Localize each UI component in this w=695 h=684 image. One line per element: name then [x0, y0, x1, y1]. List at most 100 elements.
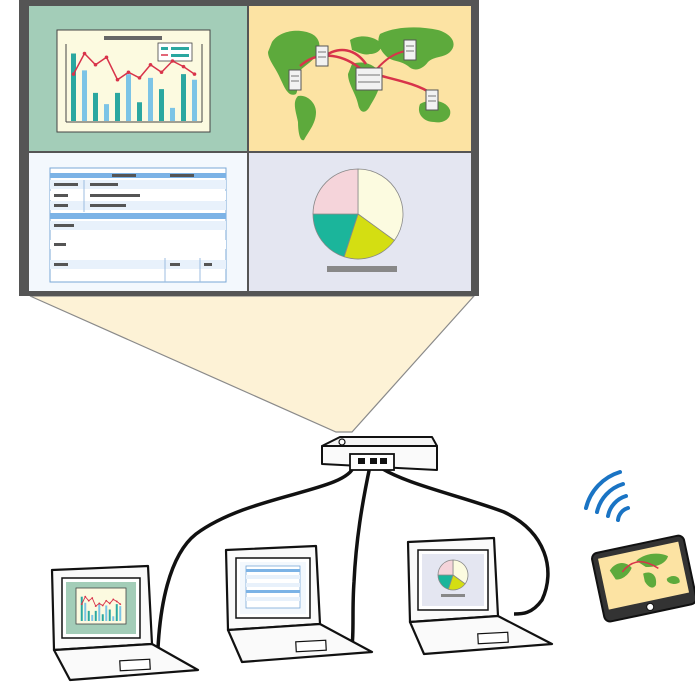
server-icon: [355, 67, 383, 91]
laptop-1-chart-line-point: [112, 598, 115, 601]
chart-line-point: [148, 62, 153, 67]
chart-line-point: [126, 70, 131, 75]
legend-text-2: [171, 54, 189, 57]
bar-line-chart: [56, 29, 211, 133]
laptop-1-chart-bar: [94, 610, 97, 621]
wifi-wave-3: [595, 482, 625, 514]
laptop-1-chart-bar: [80, 596, 83, 621]
server-icon: [403, 39, 417, 61]
cable-right: [377, 464, 550, 616]
route-1: [299, 54, 363, 71]
doc-row-5: [50, 240, 226, 249]
laptop-3-pie-caption: [441, 594, 465, 597]
tablet-map-land: [666, 576, 680, 584]
chart-bar: [181, 74, 186, 121]
doc-header-bar: [50, 173, 226, 178]
doc-cell-text: [112, 174, 136, 177]
cable-middle: [350, 465, 372, 647]
wifi-icon: [584, 470, 630, 522]
laptop-1-chart-bar: [112, 616, 115, 621]
cable-left: [156, 465, 356, 649]
pie-caption-bar: [327, 266, 397, 272]
chart-bar: [115, 92, 120, 121]
laptop-1-chart-bar: [115, 604, 118, 621]
doc-cell-text: [54, 194, 68, 197]
chart-line-point: [159, 70, 164, 75]
chart-bar: [82, 70, 87, 121]
chart-bar: [104, 104, 109, 121]
pie-slice: [343, 213, 395, 260]
laptop-2-doc-bar: [246, 569, 300, 572]
laptop-icon: [406, 536, 554, 656]
chart-bar: [170, 107, 175, 121]
laptop-3-pie-slice: [437, 559, 454, 576]
doc-cell-text: [90, 183, 118, 186]
chart-line-point: [192, 72, 197, 76]
pie-slice: [312, 168, 359, 215]
laptop-2-doc-bar: [246, 590, 300, 593]
projector-port: [370, 458, 377, 464]
doc-cell-text: [170, 263, 180, 266]
laptop-1-chart-line-point: [115, 600, 118, 603]
chart-line-point: [181, 64, 186, 69]
wifi-wave-4: [584, 470, 622, 510]
laptop-1-chart-line-point: [101, 604, 104, 607]
chart-title-bar: [104, 36, 162, 40]
laptop-1-chart-line-point: [84, 595, 87, 598]
pie-chart: [312, 168, 404, 272]
doc-cell-text: [54, 204, 68, 207]
projection-beam: [29, 295, 476, 433]
laptop-2-doc-row: [246, 583, 300, 587]
tablet-map-land: [636, 553, 669, 567]
laptop-1-chart-line-point: [80, 603, 83, 606]
server-icon: [288, 69, 302, 91]
chart-bar: [126, 74, 131, 121]
chart-line-point: [82, 51, 87, 56]
laptop-1-chart-bar: [108, 609, 111, 621]
projector-port: [358, 458, 365, 464]
tablet-home-button: [646, 602, 655, 611]
chart-line-point: [137, 76, 142, 80]
projector-icon: [321, 436, 438, 471]
laptop-1-chart-bar: [87, 610, 90, 621]
laptop-1-mini-chart: [75, 587, 127, 625]
doc-cell-text: [54, 243, 66, 246]
cables: [156, 464, 550, 649]
laptop-1-chart-bar: [101, 614, 104, 621]
chart-line: [72, 52, 195, 81]
continent-south-america: [294, 95, 316, 141]
laptop-2-touchpad: [295, 639, 327, 653]
laptop-3-pie-slice: [452, 559, 469, 585]
legend-swatch-bar: [161, 47, 168, 50]
laptop-1-touchpad: [119, 658, 151, 672]
projector-port: [380, 458, 387, 464]
laptop-1-chart-bar: [119, 606, 122, 621]
doc-cell-text: [90, 194, 140, 197]
laptop-1-chart-bar: [98, 604, 101, 621]
doc-cell-text: [54, 224, 74, 227]
world-map: [268, 27, 454, 141]
tablet-icon: [591, 534, 695, 623]
laptop-1-chart-line-point: [98, 602, 101, 605]
doc-row-3: [50, 201, 226, 210]
doc-row-1: [50, 180, 226, 189]
doc-cell-text: [170, 174, 194, 177]
chart-line-point: [71, 72, 76, 76]
doc-row-4: [50, 221, 226, 230]
laptop-1-chart-line-point: [87, 599, 90, 602]
wifi-wave-2: [606, 494, 628, 518]
spreadsheet-document: [49, 167, 227, 283]
chart-line-point: [115, 77, 120, 82]
continent-north-america: [268, 30, 320, 95]
chart-line-point: [93, 62, 98, 67]
projector-lens: [338, 438, 346, 446]
server-icon: [425, 89, 439, 111]
laptop-1-chart-line-point: [94, 605, 97, 608]
server-icon: [315, 45, 329, 67]
laptop-1-chart-bar: [84, 602, 87, 621]
chart-line-point: [170, 59, 175, 63]
tablet-map-land: [643, 572, 657, 588]
laptop-icon: [50, 564, 200, 682]
pie-slice: [357, 168, 404, 242]
